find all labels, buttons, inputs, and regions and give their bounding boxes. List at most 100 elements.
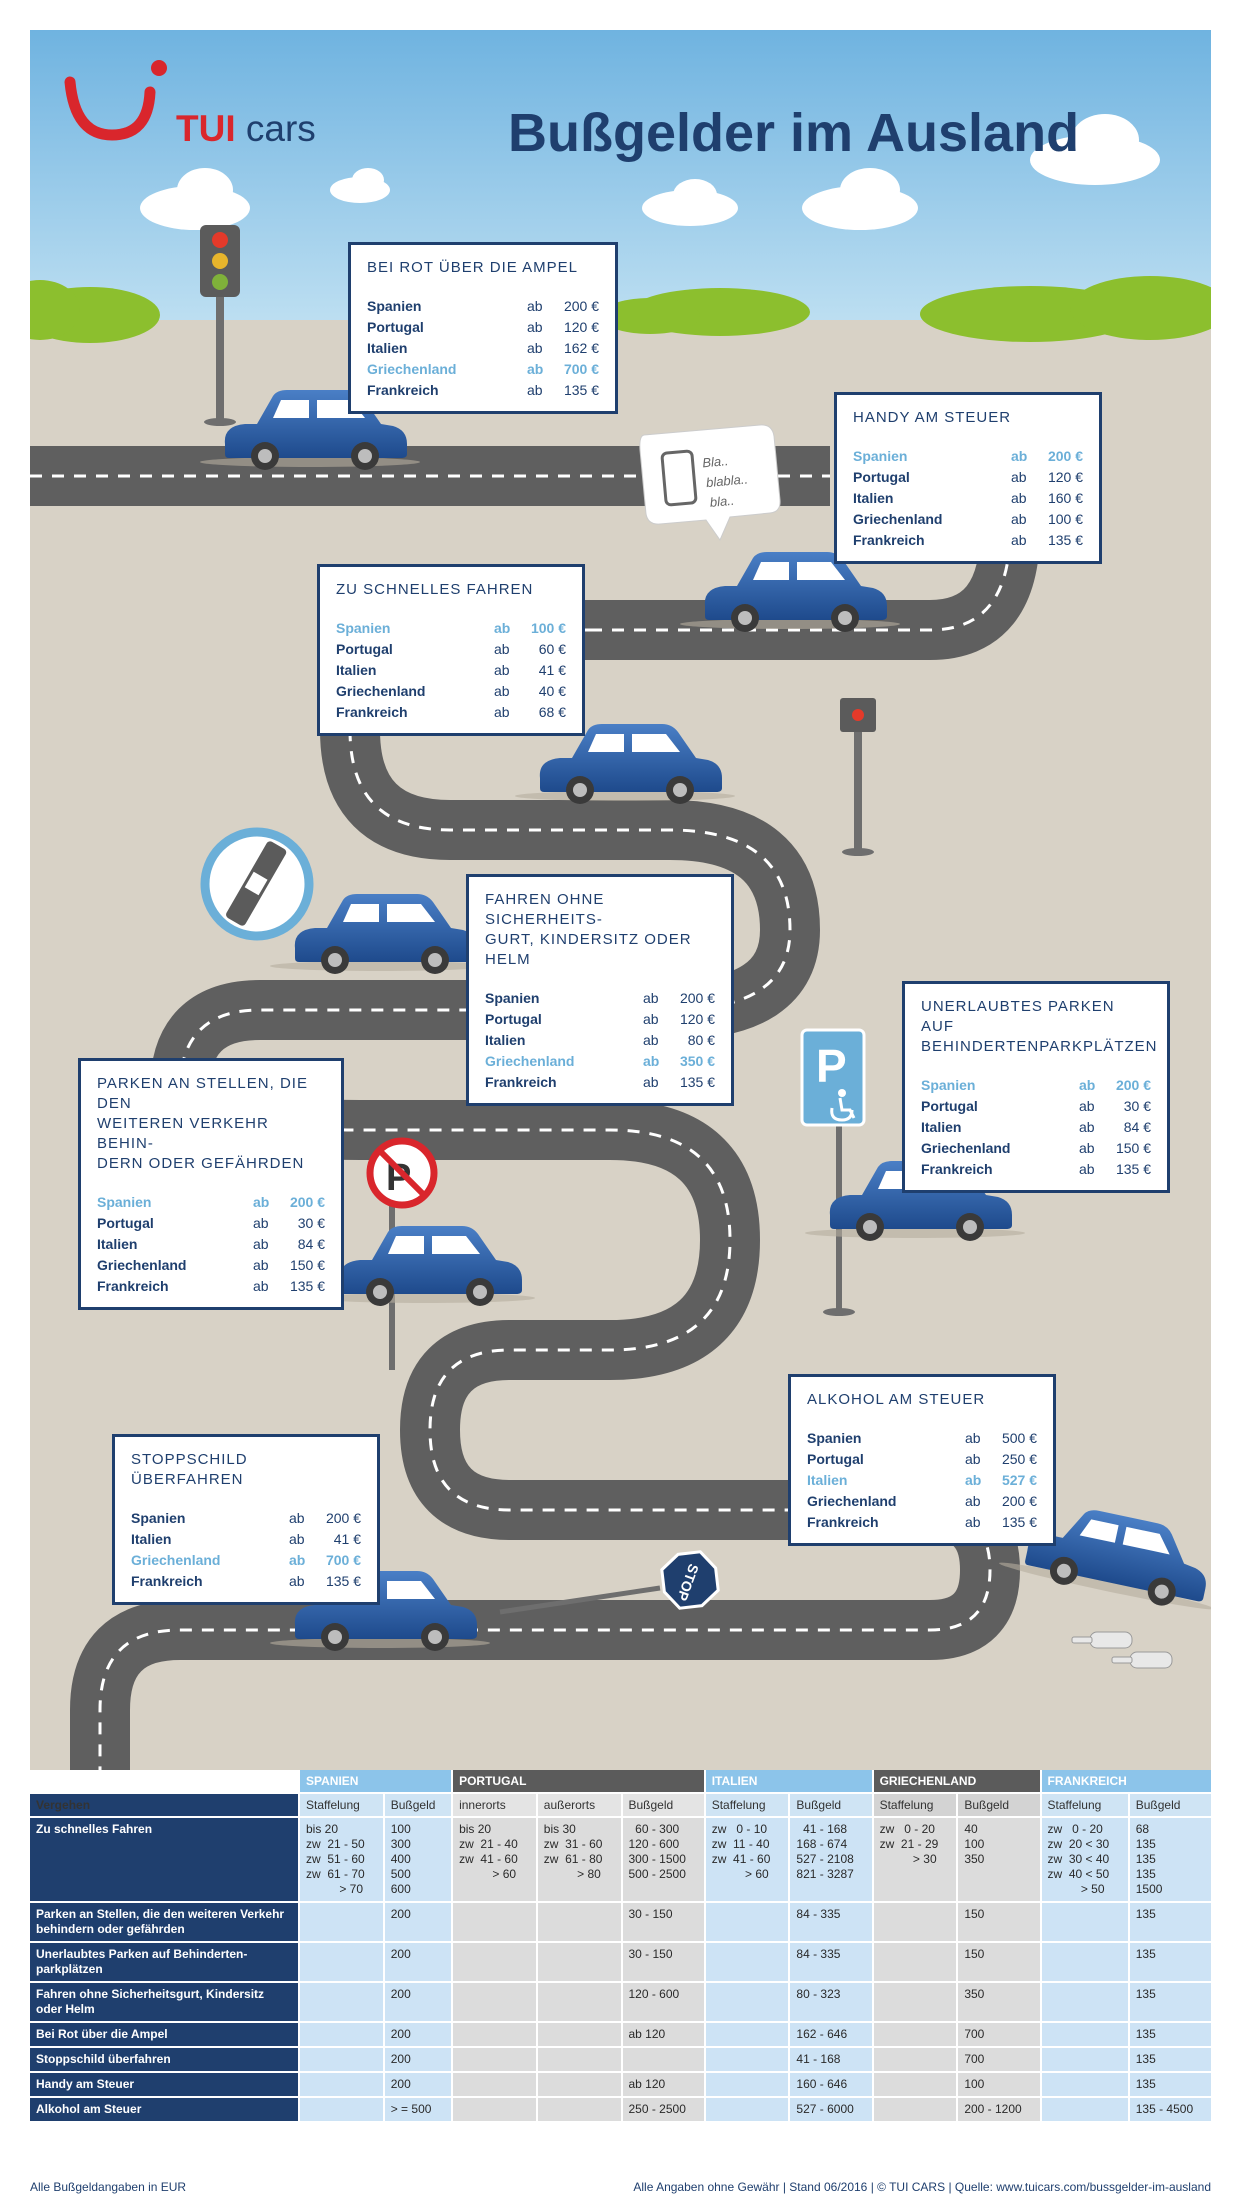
fine-ab: ab xyxy=(965,1472,982,1488)
fine-ab: ab xyxy=(494,620,511,636)
table-cell xyxy=(1041,2048,1128,2071)
sub-header-cell: innerorts xyxy=(453,1794,536,1816)
offense-label: Handy am Steuer xyxy=(30,2073,298,2096)
sub-header-cell: außerorts xyxy=(537,1794,621,1816)
fine-amount: 700 € xyxy=(325,1552,361,1568)
country-group-header-row: SPANIEN PORTUGAL ITALIEN GRIECHENLAND FR… xyxy=(30,1770,1211,1792)
fine-ab: ab xyxy=(965,1514,981,1530)
table-cell: 84 - 335 xyxy=(790,1903,872,1941)
fine-ab: ab xyxy=(494,683,510,699)
table-cell xyxy=(873,2098,957,2121)
fine-amount: 527 € xyxy=(1001,1472,1037,1488)
fine-amount: 160 € xyxy=(1047,490,1083,506)
table-cell xyxy=(705,2098,789,2121)
table-cell: 700 xyxy=(958,2048,1040,2071)
fine-country: Portugal xyxy=(485,1011,542,1027)
table-cell: 100 xyxy=(958,2073,1040,2096)
table-cell xyxy=(1041,1983,1128,2021)
fine-ab: ab xyxy=(494,704,510,720)
fine-country: Frankreich xyxy=(921,1161,993,1177)
fine-country: Italien xyxy=(367,340,408,356)
table-cell: zw 0 - 10 zw 11 - 40 zw 41 - 60 > 60 xyxy=(705,1818,789,1901)
offense-label: Parken an Stellen, die den weiteren Verk… xyxy=(30,1903,298,1941)
fine-country: Italien xyxy=(807,1472,848,1488)
table-cell xyxy=(300,2048,383,2071)
fine-ab: ab xyxy=(289,1552,306,1568)
svg-text:bla..: bla.. xyxy=(709,493,735,510)
table-cell: 527 - 6000 xyxy=(790,2098,872,2121)
fine-ab: ab xyxy=(494,641,510,657)
table-cell: 120 - 600 xyxy=(622,1983,704,2021)
fine-ab: ab xyxy=(527,340,543,356)
group-header-italy: ITALIEN xyxy=(705,1770,872,1792)
table-cell: 200 - 1200 xyxy=(958,2098,1040,2121)
fine-ab: ab xyxy=(1079,1098,1095,1114)
table-cell: 200 xyxy=(384,1943,452,1981)
fine-ab: ab xyxy=(253,1215,269,1231)
table-cell: bis 20 zw 21 - 40 zw 41 - 60 > 60 xyxy=(453,1818,536,1901)
sub-header-cell: Bußgeld xyxy=(958,1794,1040,1816)
fine-ab: ab xyxy=(1011,532,1027,548)
table-cell: 68 135 135 135 1500 xyxy=(1129,1818,1211,1901)
fine-amount: 30 € xyxy=(1123,1098,1151,1114)
fine-amount: 120 € xyxy=(563,319,599,335)
table-cell xyxy=(537,2048,621,2071)
offense-label: Fahren ohne Sicherheitsgurt, Kindersitz … xyxy=(30,1983,298,2021)
fine-country: Frankreich xyxy=(131,1573,203,1589)
table-cell: 135 xyxy=(1129,2073,1211,2096)
fine-ab: ab xyxy=(643,1053,660,1069)
fine-amount: 135 € xyxy=(679,1074,715,1090)
sub-header-cell: Staffelung xyxy=(300,1794,383,1816)
table-cell xyxy=(300,1903,383,1941)
info-box-disabled-parking: UNERLAUBTES PARKEN AUF BEHINDERTENPARKPL… xyxy=(902,981,1170,1193)
table-cell: zw 0 - 20 zw 20 < 30 zw 30 < 40 zw 40 < … xyxy=(1041,1818,1128,1901)
table-cell xyxy=(873,1983,957,2021)
fine-ab: ab xyxy=(289,1531,305,1547)
group-header-greece: GRIECHENLAND xyxy=(873,1770,1040,1792)
table-cell: 30 - 150 xyxy=(622,1943,704,1981)
fine-country: Italien xyxy=(485,1032,526,1048)
fine-ab: ab xyxy=(1079,1077,1096,1093)
fine-row: Italien ab 527 € xyxy=(807,1470,1037,1491)
fine-country: Frankreich xyxy=(853,532,925,548)
fine-country: Griechenland xyxy=(131,1552,221,1568)
table-cell: 200 xyxy=(384,2023,452,2046)
fine-amount: 200 € xyxy=(1115,1077,1151,1093)
fine-ab: ab xyxy=(1011,490,1027,506)
table-row: Parken an Stellen, die den weiteren Verk… xyxy=(30,1903,1211,1941)
offense-label: Alkohol am Steuer xyxy=(30,2098,298,2121)
table-cell xyxy=(1041,2023,1128,2046)
fine-ab: ab xyxy=(1011,448,1028,464)
table-cell xyxy=(453,1903,536,1941)
table-cell xyxy=(622,2048,704,2071)
speed-camera-icon xyxy=(840,698,876,856)
fine-ab: ab xyxy=(965,1430,981,1446)
fine-country: Portugal xyxy=(97,1215,154,1231)
fine-amount: 60 € xyxy=(538,641,566,657)
table-cell: 150 xyxy=(958,1903,1040,1941)
table-cell: bis 30 zw 31 - 60 zw 61 - 80 > 80 xyxy=(537,1818,621,1901)
table-cell: ab 120 xyxy=(622,2073,704,2096)
fine-country: Frankreich xyxy=(367,382,439,398)
table-cell xyxy=(453,1983,536,2021)
table-cell: 250 - 2500 xyxy=(622,2098,704,2121)
fine-country: Griechenland xyxy=(336,683,426,699)
fine-ab: ab xyxy=(643,1032,659,1048)
table-cell xyxy=(1041,1903,1128,1941)
fine-country: Portugal xyxy=(921,1098,978,1114)
table-cell xyxy=(453,2048,536,2071)
